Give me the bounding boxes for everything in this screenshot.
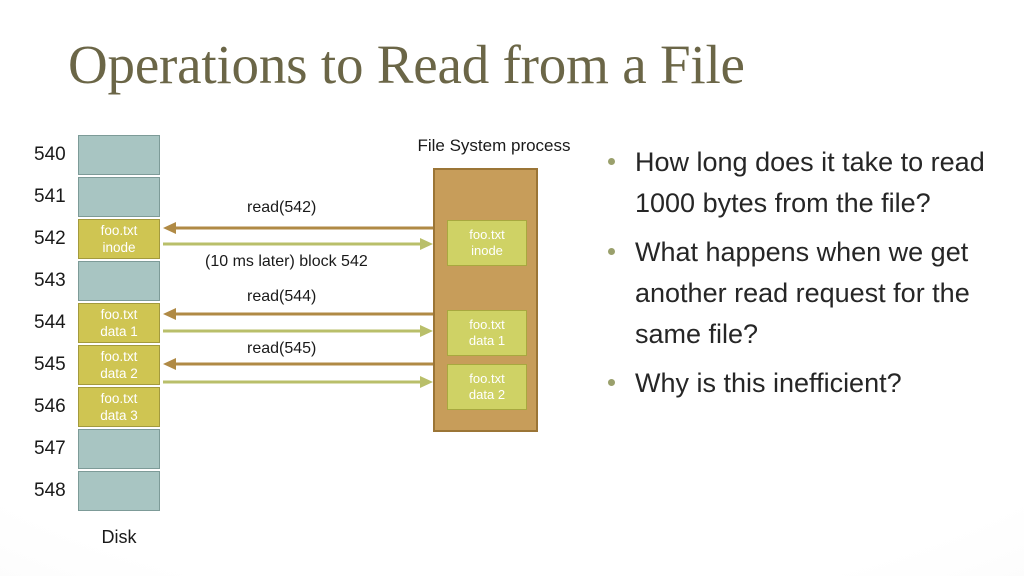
fs-cached-block-data2[interactable]: foo.txt data 2 (447, 364, 527, 410)
disk-block-number-545: 545 (34, 354, 66, 375)
fs-cached-block-inode-line2: inode (471, 243, 503, 258)
disk-block-542-line2: inode (102, 240, 136, 255)
bullet-marker-icon (608, 158, 615, 165)
fs-cached-block-data2-line1: foo.txt (469, 371, 505, 386)
file-system-process-title: File System process (417, 136, 571, 155)
disk-block-number-540: 540 (34, 144, 66, 165)
fs-cached-block-data2-line2: data 2 (468, 387, 506, 402)
message-label-read-542: read(542) (247, 199, 317, 216)
bullet-item-2: What happens when we get another read re… (608, 232, 1008, 355)
file-system-process-box: foo.txt inode foo.txt data 1 foo.txt dat… (433, 168, 538, 432)
response-arrow-block-542 (163, 238, 433, 250)
fs-cached-block-data1[interactable]: foo.txt data 1 (447, 310, 527, 356)
disk-block-number-548: 548 (34, 480, 66, 501)
response-arrow-block-545 (163, 376, 433, 388)
bullet-item-3: Why is this inefficient? (608, 363, 1008, 404)
disk-block-544[interactable]: foo.txt data 1 (78, 303, 160, 343)
disk-block-544-line2: data 1 (100, 324, 138, 339)
fs-cached-block-data1-line1: foo.txt (469, 317, 505, 332)
message-label-block-542-latency: (10 ms later) block 542 (205, 253, 368, 270)
disk-block-545-line1: foo.txt (100, 349, 138, 364)
bullet-marker-icon (608, 379, 615, 386)
disk-block-545-line2: data 2 (100, 366, 138, 381)
fs-cached-block-inode[interactable]: foo.txt inode (447, 220, 527, 266)
disk-block-548[interactable] (78, 471, 160, 511)
disk-block-544-line1: foo.txt (100, 307, 138, 322)
disk-block-column: foo.txt inode foo.txt data 1 foo.txt dat… (78, 135, 160, 515)
fs-cached-block-data1-line2: data 1 (468, 333, 506, 348)
disk-block-547[interactable] (78, 429, 160, 469)
disk-block-546-line2: data 3 (100, 408, 138, 423)
response-arrow-block-544 (163, 325, 433, 337)
request-arrow-542 (163, 222, 433, 234)
page-title: Operations to Read from a File (68, 34, 745, 95)
disk-block-number-541: 541 (34, 186, 66, 207)
disk-block-number-543: 543 (34, 270, 66, 291)
disk-block-543[interactable] (78, 261, 160, 301)
disk-label: Disk (101, 527, 137, 547)
bullet-list: How long does it take to read 1000 bytes… (608, 142, 1008, 412)
bullet-item-2-text: What happens when we get another read re… (635, 237, 970, 349)
disk-block-542-line1: foo.txt (100, 223, 138, 238)
bullet-item-3-text: Why is this inefficient? (635, 368, 902, 398)
disk-block-545[interactable]: foo.txt data 2 (78, 345, 160, 385)
disk-block-541[interactable] (78, 177, 160, 217)
bullet-item-1-text: How long does it take to read 1000 bytes… (635, 147, 985, 218)
message-label-read-545: read(545) (247, 340, 317, 357)
disk-block-540[interactable] (78, 135, 160, 175)
disk-block-number-544: 544 (34, 312, 66, 333)
disk-block-546[interactable]: foo.txt data 3 (78, 387, 160, 427)
bullet-item-1: How long does it take to read 1000 bytes… (608, 142, 1008, 224)
message-label-read-544: read(544) (247, 288, 317, 305)
bullet-marker-icon (608, 248, 615, 255)
request-arrow-545 (163, 358, 433, 370)
disk-block-number-542: 542 (34, 228, 66, 249)
disk-block-546-line1: foo.txt (100, 391, 138, 406)
disk-block-number-547: 547 (34, 438, 66, 459)
request-arrow-544 (163, 308, 433, 320)
fs-cached-block-inode-line1: foo.txt (469, 227, 505, 242)
disk-block-number-546: 546 (34, 396, 66, 417)
disk-block-542[interactable]: foo.txt inode (78, 219, 160, 259)
